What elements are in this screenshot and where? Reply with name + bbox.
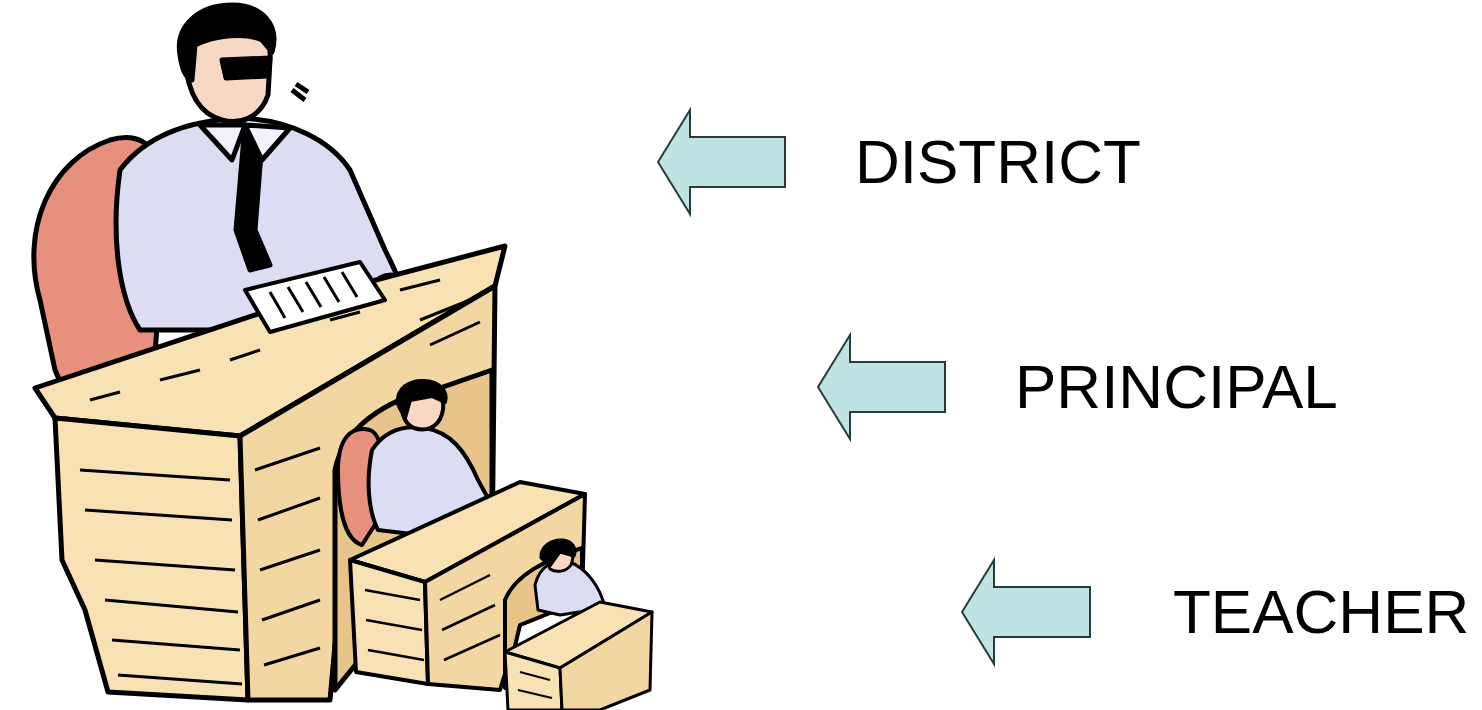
hair <box>398 381 446 418</box>
paper <box>245 262 385 332</box>
desk-front <box>55 418 248 700</box>
desk-front <box>505 652 562 710</box>
desk-front <box>350 560 428 684</box>
hair <box>179 5 274 80</box>
pointer-arrow <box>962 560 1090 664</box>
hatching <box>365 590 424 660</box>
level-label: TEACHER <box>1173 581 1469 643</box>
level-label: DISTRICT <box>855 131 1141 193</box>
desk-side <box>560 612 652 710</box>
hair <box>541 540 575 566</box>
pointer-arrow <box>658 110 785 214</box>
paper-lines <box>270 272 357 318</box>
hatching <box>440 575 500 660</box>
hatching <box>80 470 242 684</box>
mark <box>292 84 308 100</box>
hatching <box>420 300 480 345</box>
small-desk-figure <box>505 540 652 710</box>
hatching <box>255 448 320 665</box>
level-label: PRINCIPAL <box>1015 356 1338 418</box>
sunglasses <box>222 58 270 78</box>
collar <box>200 125 290 160</box>
pointer-arrow <box>818 335 945 439</box>
hatching <box>518 672 552 698</box>
hatching <box>90 280 440 400</box>
hatching <box>365 575 500 660</box>
